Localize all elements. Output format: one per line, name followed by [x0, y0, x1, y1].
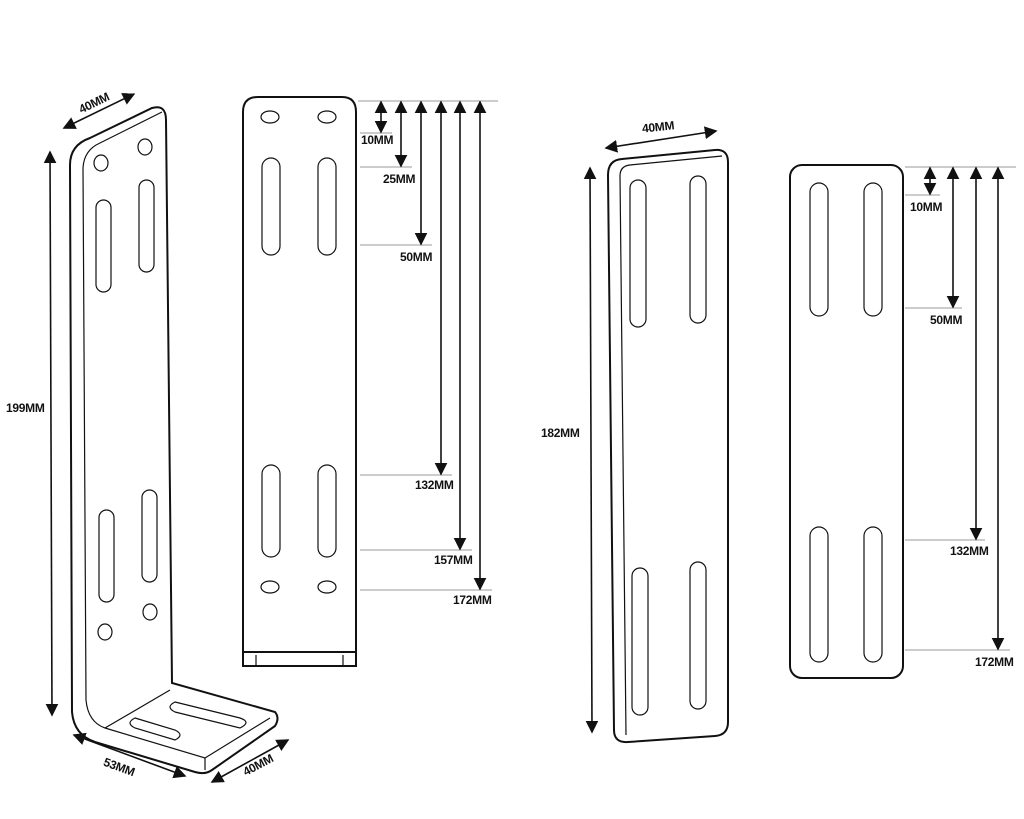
plate-height-label: 182MM	[541, 426, 580, 440]
plate-height-dimension-arrow	[583, 166, 599, 734]
foot-length-dimension-arrow	[72, 732, 187, 779]
height-label: 199MM	[6, 401, 45, 415]
dim-label-132mm: 132MM	[415, 478, 454, 492]
l-bracket-front-view	[242, 96, 498, 667]
height-dimension-arrow	[43, 150, 59, 717]
dim-label-157mm: 157MM	[434, 553, 473, 567]
plate-dim-label-132mm: 132MM	[950, 544, 989, 558]
l-bracket-3d-view	[43, 93, 290, 783]
slots	[95, 179, 247, 741]
dim-label-10mm: 10MM	[361, 133, 394, 147]
dim-label-50mm: 50MM	[400, 250, 433, 264]
plate-dim-label-10mm: 10MM	[910, 200, 943, 214]
mounting-holes	[93, 138, 158, 641]
flat-plate-front-view	[789, 164, 1016, 679]
dim-label-25mm: 25MM	[383, 172, 416, 186]
plate-dim-label-172mm: 172MM	[975, 655, 1014, 669]
dim-label-172mm: 172MM	[453, 593, 492, 607]
plate-dim-label-50mm: 50MM	[930, 313, 963, 327]
width-dimension-arrow	[62, 93, 136, 129]
plate-width-dimension-arrow	[604, 126, 718, 153]
flat-plate-3d-view	[583, 126, 729, 744]
foot-width-dimension-arrow	[210, 739, 290, 783]
